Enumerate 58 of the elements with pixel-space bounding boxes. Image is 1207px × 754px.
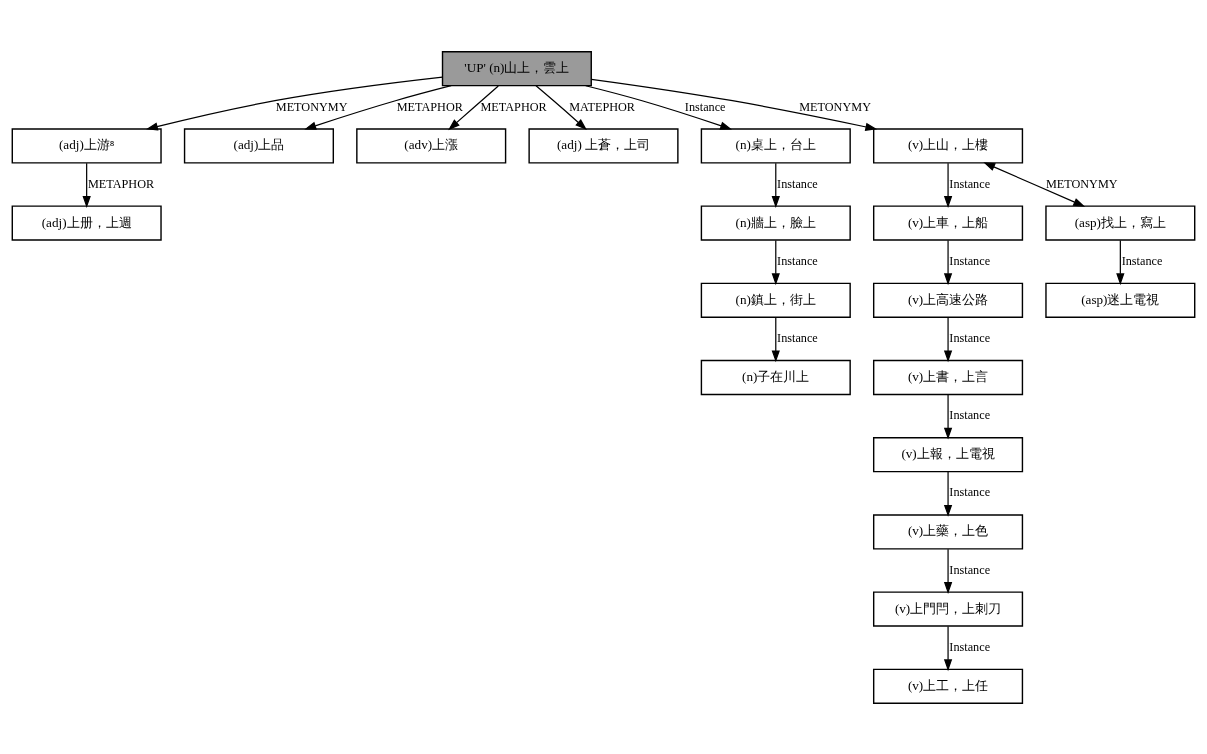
node-box: (n)鎮上，街上: [700, 282, 851, 318]
arrow: [146, 76, 444, 130]
edge-label: METAPHOR: [87, 176, 155, 191]
edge-label: METAPHOR: [480, 99, 547, 114]
edge-label: Instance: [949, 176, 991, 191]
arrow: [983, 161, 1086, 207]
edge-label: Instance: [949, 485, 991, 499]
edge-label: Instance: [1121, 253, 1163, 268]
arrow: [943, 162, 953, 208]
arrow: [771, 239, 780, 285]
arrow: [771, 162, 780, 208]
node-box: (n)牆上，臉上: [700, 204, 851, 241]
edge-label: Instance: [777, 330, 818, 345]
arrow: [943, 393, 953, 440]
edge-label: Instance: [949, 253, 991, 268]
node-box: (v)上山，上樓: [873, 127, 1024, 164]
node-box: (asp)找上，寫上: [1045, 204, 1196, 241]
arrow: [771, 316, 780, 362]
arrow: [535, 84, 587, 130]
edge-label: Instance: [949, 639, 991, 654]
arrow: [590, 78, 878, 131]
node-box: (n)子在川上: [700, 359, 851, 395]
edge-label: METAPHOR: [396, 99, 463, 114]
arrow: [943, 470, 953, 517]
node-box: (adj) 上蒼，上司: [528, 127, 679, 164]
node-box: (adj)上游⁸: [11, 127, 162, 164]
arrow: [943, 316, 953, 362]
node-box: (v)上書，上言: [873, 359, 1024, 395]
node-box: (adj)上品: [183, 127, 334, 164]
edge-label: Instance: [949, 407, 991, 422]
arrow: [1116, 239, 1125, 285]
node-box: (asp)迷上電視: [1045, 282, 1196, 318]
node-box: (v)上高速公路: [873, 282, 1024, 318]
edge-label: METONYMY: [1045, 176, 1118, 191]
node-box: (v)上工，上任: [873, 668, 1024, 704]
node-box: (v)上門閂，上刺刀: [873, 590, 1024, 627]
node-box: (adj)上册，上週: [11, 204, 162, 241]
node-box: (v)上報，上電視: [873, 436, 1024, 472]
node-box: (v)上車，上船: [873, 204, 1024, 241]
arrow: [448, 84, 499, 130]
arrow: [943, 239, 953, 285]
arrow: [585, 84, 732, 130]
edge-label: Instance: [777, 176, 818, 191]
edge-label: Instance: [949, 562, 991, 577]
node-box: (n)桌上，台上: [700, 127, 851, 164]
edge-label: Instance: [777, 253, 818, 268]
node-box: (adv)上漲: [356, 127, 507, 164]
node-box: (v)上藥，上色: [873, 513, 1024, 550]
edge-label: MATEPHOR: [569, 99, 636, 114]
edge-label: METONYMY: [275, 99, 348, 114]
edge-label: Instance: [949, 330, 991, 345]
edge-label: METONYMY: [799, 99, 871, 114]
arrow: [943, 625, 953, 671]
edge-label: Instance: [684, 99, 726, 114]
arrow: [943, 548, 953, 594]
arrow: [82, 162, 91, 208]
arrow: [304, 84, 452, 130]
node-box: 'UP' (n)山上，雲上: [441, 50, 592, 86]
